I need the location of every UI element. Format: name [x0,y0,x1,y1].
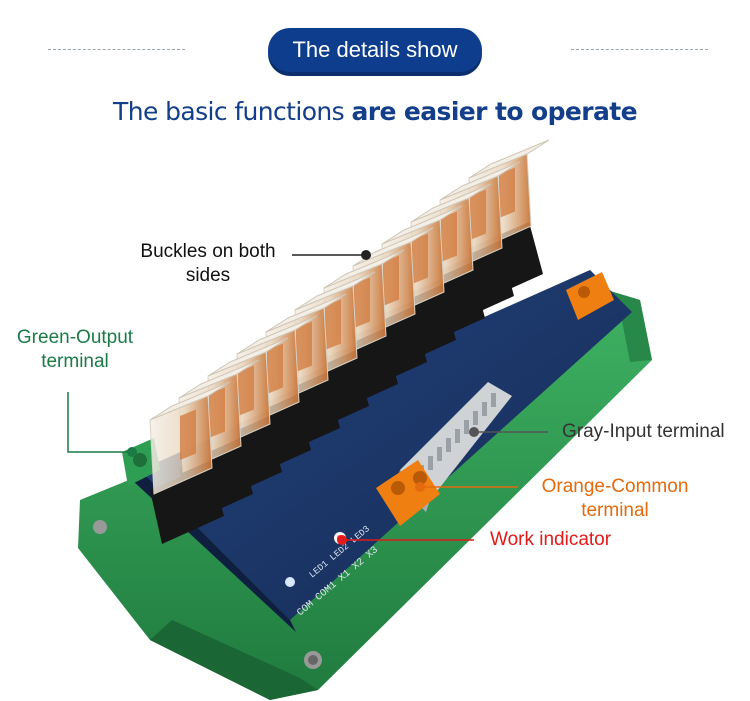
callout-gray-input: Gray-Input terminal [562,421,725,442]
gray-terminal-slot [464,420,469,434]
callout-lines [67,250,548,545]
subtitle-bold: are easier to operate [351,97,637,126]
divider-right [571,49,708,50]
callout-orange-line1: Orange-Common [541,476,689,497]
relay-array [149,139,550,544]
orange-common-terminal [376,460,440,526]
subtitle: The basic functions are easier to operat… [0,97,750,126]
callout-buckles: Buckles on both sides [118,240,298,288]
relay [149,381,231,544]
callout-buckles-line2: sides [185,265,231,286]
orange-common-terminal-right [566,272,614,320]
gray-terminal-slot [446,438,451,452]
badge-text: The details show [292,37,458,62]
gray-terminal-slot [482,402,487,416]
mount-screw [93,520,107,534]
gray-terminal-slot [491,393,496,407]
callout-orange-common: Orange-Common terminal [520,475,710,523]
callout-green-output: Green-Output terminal [0,326,150,374]
led [285,577,295,587]
callout-orange-line2: terminal [581,500,649,521]
callout-work-indicator: Work indicator [490,529,612,550]
divider-left [48,49,185,50]
callout-green-line2: terminal [41,351,109,372]
section-badge: The details show [268,28,482,72]
gray-terminal-slot [428,456,433,470]
gray-terminal-slot [455,429,460,443]
gray-terminal-slot [473,411,478,425]
callout-buckles-line1: Buckles on both [140,241,276,262]
callout-green-line1: Green-Output [16,327,134,348]
gray-terminal-slot [437,447,442,461]
subtitle-regular: The basic functions [113,97,352,126]
